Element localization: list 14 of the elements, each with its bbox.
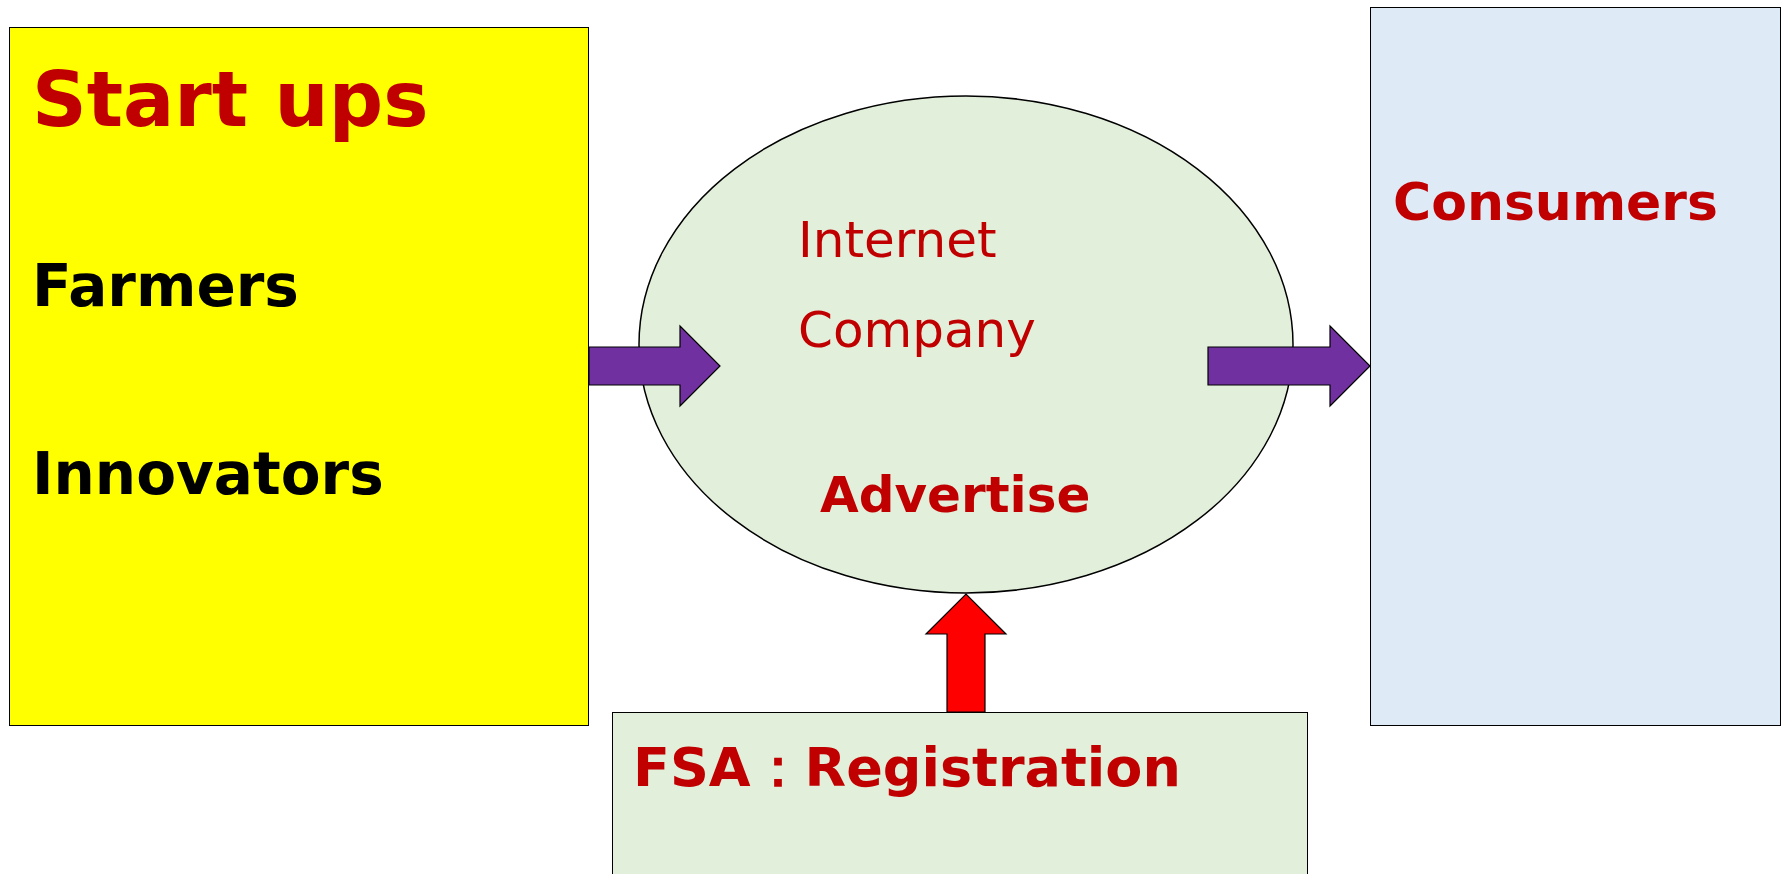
node-label: Farmers	[32, 253, 299, 320]
node-label: Consumers	[1393, 173, 1718, 233]
node-label: FSA：Registration	[633, 737, 1181, 800]
block-arrow	[1207, 324, 1371, 408]
process-ellipse	[638, 95, 1294, 594]
process-box	[1370, 7, 1781, 726]
heading: Start ups	[32, 56, 429, 144]
node-label: Advertise	[820, 467, 1091, 525]
process-box	[612, 712, 1308, 874]
node-label: Internet Company	[798, 210, 1037, 361]
process-box	[9, 27, 589, 726]
block-arrow	[924, 593, 1008, 713]
node-label: Innovators	[32, 441, 384, 508]
block-arrow	[588, 324, 721, 408]
